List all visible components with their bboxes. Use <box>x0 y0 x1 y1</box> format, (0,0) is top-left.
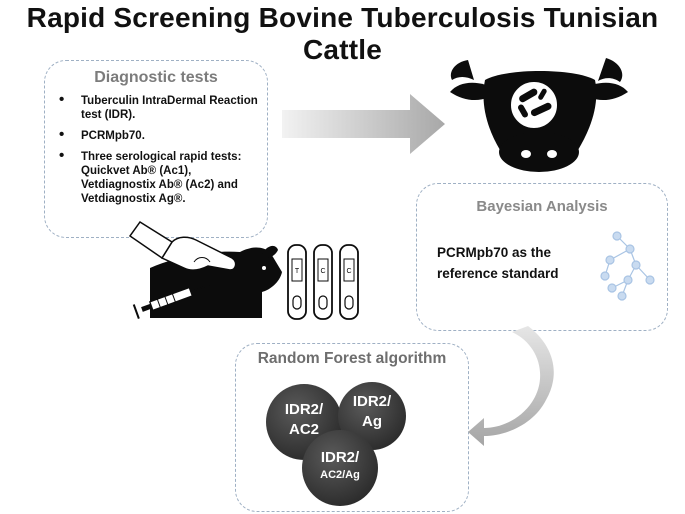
diagnostic-item-idr: Tuberculin IntraDermal Reaction test (ID… <box>53 93 265 122</box>
ball-idr2-ag <box>338 382 406 450</box>
ball-idr2-ac2-ag <box>302 430 378 506</box>
diagnostic-item-pcr: PCRMpb70. <box>53 128 265 143</box>
title-line-1: Rapid Screening Bovine Tuberculosis Tuni… <box>26 2 659 33</box>
diagnostic-tests-heading: Diagnostic tests <box>94 69 218 86</box>
test-strip-3 <box>339 244 359 320</box>
ball-label-line2: AC2/Ag <box>320 469 360 481</box>
ball-label-idr2-ac2: IDR2/ AC2 <box>284 401 324 438</box>
random-forest-heading: Random Forest algorithm <box>257 350 447 367</box>
bayesian-reference-text: PCRMpb70 as the reference standard <box>437 245 559 281</box>
ball-label-idr2-ac2-ag: IDR2/ AC2/Ag <box>310 449 370 483</box>
ball-label-idr2-ag: IDR2/ Ag <box>352 393 392 430</box>
bayesian-analysis-box: Bayesian Analysis PCRMpb70 as the refere… <box>416 183 668 331</box>
arrow-to-cow <box>282 94 445 154</box>
random-forest-balls <box>266 382 406 506</box>
curved-arrow <box>468 326 554 446</box>
test-strip-2 <box>313 244 333 320</box>
strip-letter-3: C <box>346 268 351 275</box>
test-strip-1 <box>287 244 307 320</box>
diagnostic-item-serological: Three serological rapid tests: Quickvet … <box>53 149 265 206</box>
diagnostic-tests-box: Diagnostic tests Tuberculin IntraDermal … <box>44 60 268 238</box>
bacteria-icon <box>509 80 559 130</box>
diagnostic-tests-list: Tuberculin IntraDermal Reaction test (ID… <box>53 93 265 213</box>
bayesian-analysis-heading: Bayesian Analysis <box>476 198 608 215</box>
network-icon <box>600 231 655 301</box>
title-line-2: Cattle <box>303 34 382 65</box>
test-strip-icon: T C C <box>287 244 359 320</box>
strip-letter-2: C <box>320 268 325 275</box>
strip-letter-1: T <box>295 268 300 275</box>
ball-label-line1: IDR2/ <box>320 449 360 466</box>
cow-injection-icon <box>128 220 282 319</box>
